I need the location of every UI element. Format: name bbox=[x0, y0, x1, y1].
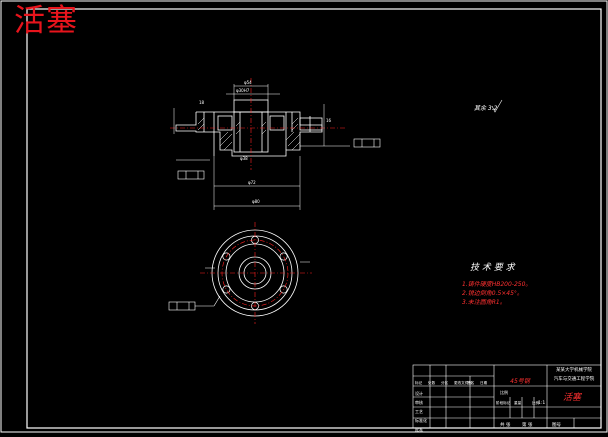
bolt-hole bbox=[222, 285, 231, 294]
title-col-label: 处数 bbox=[428, 380, 436, 385]
title-row-label: 标准化 bbox=[415, 417, 427, 423]
title-part-name: 活塞 bbox=[563, 392, 583, 403]
title-block-lines bbox=[412, 364, 602, 429]
title-row-label: 批准 bbox=[415, 426, 423, 432]
title-bottom-label: 第 张 bbox=[522, 421, 533, 428]
title-scale-label: 比例 bbox=[500, 389, 508, 395]
plan-dimensions bbox=[205, 261, 310, 269]
svg-text:16: 16 bbox=[326, 118, 332, 123]
bolt-hole bbox=[279, 285, 288, 294]
tech-requirement-item: 3.未注圆角R1。 bbox=[462, 298, 506, 306]
title-col-label: 签名 bbox=[467, 380, 475, 385]
svg-text:φ80: φ80 bbox=[252, 199, 260, 204]
title-col-label: 分区 bbox=[441, 380, 449, 385]
title-col-label: 更改文件号 bbox=[454, 380, 472, 385]
title-material: 45号钢 bbox=[510, 377, 531, 385]
svg-text:φ30H7: φ30H7 bbox=[236, 88, 250, 93]
svg-text:18: 18 bbox=[199, 100, 205, 105]
title-bottom-label: 共 张 bbox=[500, 421, 511, 428]
bolt-hole bbox=[222, 252, 231, 261]
tech-requirements-title: 技 术 要 求 bbox=[470, 262, 516, 273]
overlay-title: 活塞 bbox=[14, 3, 78, 39]
title-drawing-no-label: 图号 bbox=[552, 422, 561, 428]
title-stage-label: 重量 bbox=[514, 400, 522, 405]
title-stage-label: 比例 bbox=[532, 400, 540, 405]
roughness-symbol bbox=[491, 99, 503, 113]
title-school-line2: 汽车与交通工程学院 bbox=[554, 375, 595, 382]
title-row-label: 审核 bbox=[415, 399, 423, 405]
roughness-note: 其余 3.2 bbox=[474, 104, 498, 112]
section-dim-text: φ54 φ30H7 φ72 φ80 18 16 φ38 bbox=[199, 80, 332, 204]
svg-text:φ72: φ72 bbox=[248, 180, 256, 185]
tech-requirement-item: 2.锐边倒角0.5×45°。 bbox=[462, 289, 523, 297]
title-stage-label: 阶段标记 bbox=[496, 400, 511, 405]
bolt-hole bbox=[279, 252, 288, 261]
title-col-label: 标记 bbox=[415, 380, 423, 385]
title-row-label: 设计 bbox=[415, 390, 423, 396]
section-dimensions bbox=[173, 84, 350, 210]
title-scale-value: 1:1 bbox=[538, 400, 545, 406]
section-hatching bbox=[197, 117, 301, 151]
section-centerlines bbox=[170, 78, 345, 170]
tolerance-frames bbox=[168, 138, 381, 311]
inner-frame bbox=[26, 8, 602, 429]
svg-text:φ54: φ54 bbox=[244, 80, 252, 85]
tech-requirement-item: 1.铸件硬度HB200-250。 bbox=[462, 280, 531, 288]
title-school-line1: 某某大学机械学院 bbox=[556, 366, 592, 373]
svg-text:φ38: φ38 bbox=[240, 156, 248, 161]
plan-centerlines bbox=[200, 222, 312, 324]
title-row-label: 工艺 bbox=[415, 409, 423, 414]
title-col-label: 日期 bbox=[480, 380, 488, 385]
